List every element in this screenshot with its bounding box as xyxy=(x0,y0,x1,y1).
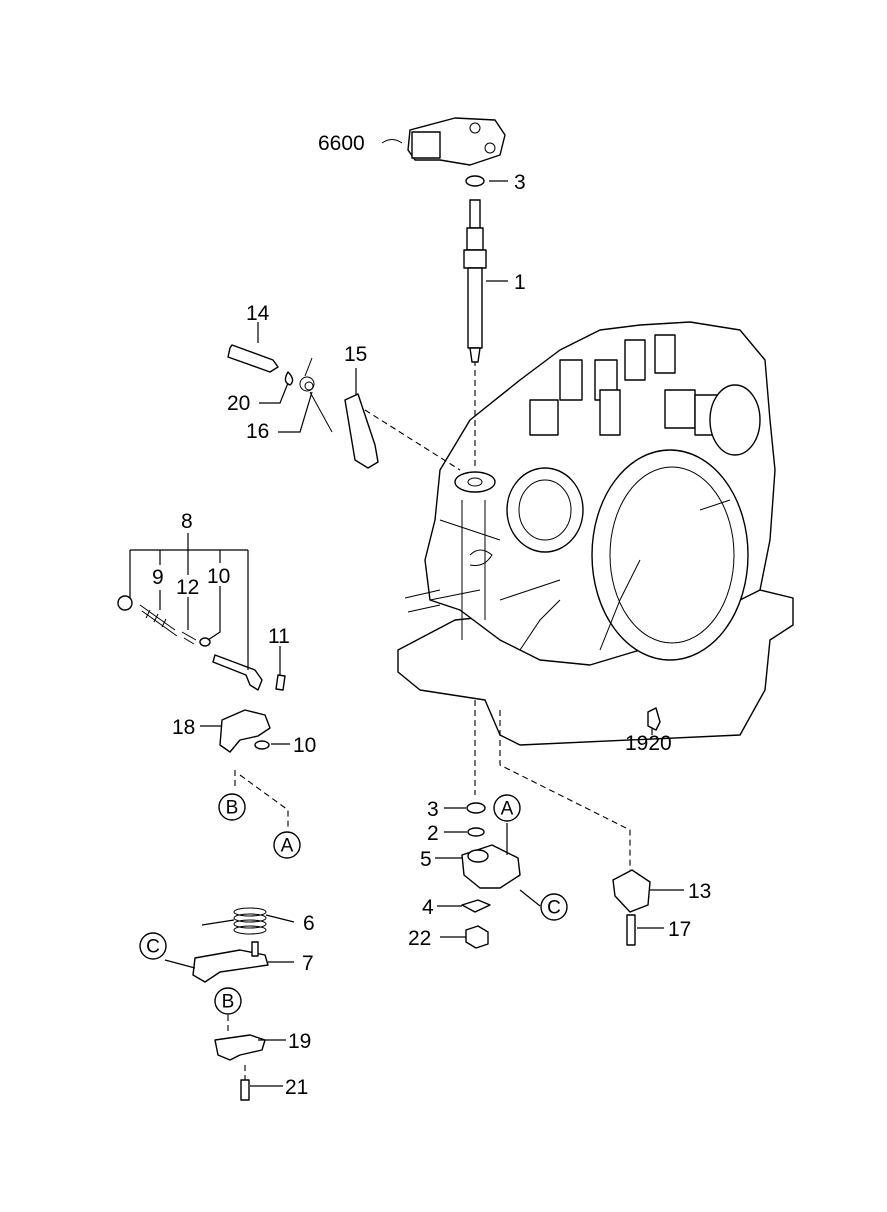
detent-spring-part xyxy=(299,357,333,433)
shift-cable-assembly-part xyxy=(117,595,263,691)
callout-13: 13 xyxy=(688,880,711,903)
pin-part xyxy=(227,344,279,373)
washer-square-part xyxy=(461,899,491,913)
svg-text:B: B xyxy=(226,798,239,819)
callout-2: 2 xyxy=(427,822,439,845)
callout-6: 6 xyxy=(303,912,315,935)
return-spring-part xyxy=(233,907,267,935)
reference-b-bottom: B xyxy=(214,987,242,1015)
ring-part xyxy=(467,827,485,837)
reference-a-left: A xyxy=(273,831,301,859)
callout-22: 22 xyxy=(408,927,431,950)
transmission-case xyxy=(397,321,794,746)
o-ring-top-part xyxy=(465,175,485,187)
pin-small-part xyxy=(275,674,286,691)
callout-8: 8 xyxy=(181,510,193,533)
callout-5: 5 xyxy=(420,848,432,871)
callout-10-top: 10 xyxy=(207,565,230,588)
lever-pin-part xyxy=(251,941,259,957)
assembly-guide-lines xyxy=(227,360,631,1080)
bracket-part xyxy=(219,709,271,753)
callout-1: 1 xyxy=(514,271,526,294)
reference-c-center: C xyxy=(540,893,568,921)
reference-a-center: A xyxy=(493,794,521,822)
callout-21: 21 xyxy=(285,1076,308,1099)
manual-shaft-part xyxy=(463,199,487,363)
callout-17: 17 xyxy=(668,918,691,941)
detent-plate-part xyxy=(461,844,521,889)
callout-labels: 6600 3 1 14 15 20 16 8 9 12 10 11 18 10 … xyxy=(152,132,711,1099)
bolt-1920-part xyxy=(647,707,661,731)
callout-3-bottom: 3 xyxy=(427,798,439,821)
callout-18: 18 xyxy=(172,716,195,739)
callout-14: 14 xyxy=(246,302,270,325)
callout-10-bottom: 10 xyxy=(293,734,316,757)
reference-c-left: C xyxy=(139,932,167,960)
callout-4: 4 xyxy=(422,896,434,919)
o-ring-bottom-part xyxy=(466,802,486,814)
manual-lever-part xyxy=(192,949,269,983)
detent-lever-part xyxy=(344,393,379,469)
reference-b-left: B xyxy=(218,793,246,821)
inhibitor-switch-part xyxy=(381,117,506,166)
lower-bracket-part xyxy=(214,1034,266,1061)
svg-text:B: B xyxy=(222,992,235,1013)
cable-bracket-part xyxy=(612,869,651,913)
callout-20: 20 xyxy=(227,392,250,415)
callout-leaders xyxy=(129,180,684,1087)
callout-3-top: 3 xyxy=(514,171,526,194)
svg-text:A: A xyxy=(501,799,514,820)
washer-bottom-part xyxy=(254,740,270,750)
callout-9: 9 xyxy=(152,566,164,589)
svg-text:C: C xyxy=(547,898,561,919)
nut-part xyxy=(465,925,489,949)
reference-markers: B A A C C B xyxy=(139,793,568,1015)
clip-part xyxy=(284,371,294,386)
callout-12: 12 xyxy=(176,576,199,599)
bolt-21-part xyxy=(240,1079,250,1101)
svg-text:A: A xyxy=(281,836,294,857)
bolt-17-part xyxy=(626,914,636,946)
callout-16: 16 xyxy=(246,420,269,443)
callout-7: 7 xyxy=(302,952,314,975)
callout-19: 19 xyxy=(288,1030,311,1053)
callout-11: 11 xyxy=(268,625,290,648)
callout-6600: 6600 xyxy=(318,132,365,155)
callout-15: 15 xyxy=(344,343,367,366)
callout-1920: 1920 xyxy=(625,732,672,755)
svg-text:C: C xyxy=(146,937,160,958)
